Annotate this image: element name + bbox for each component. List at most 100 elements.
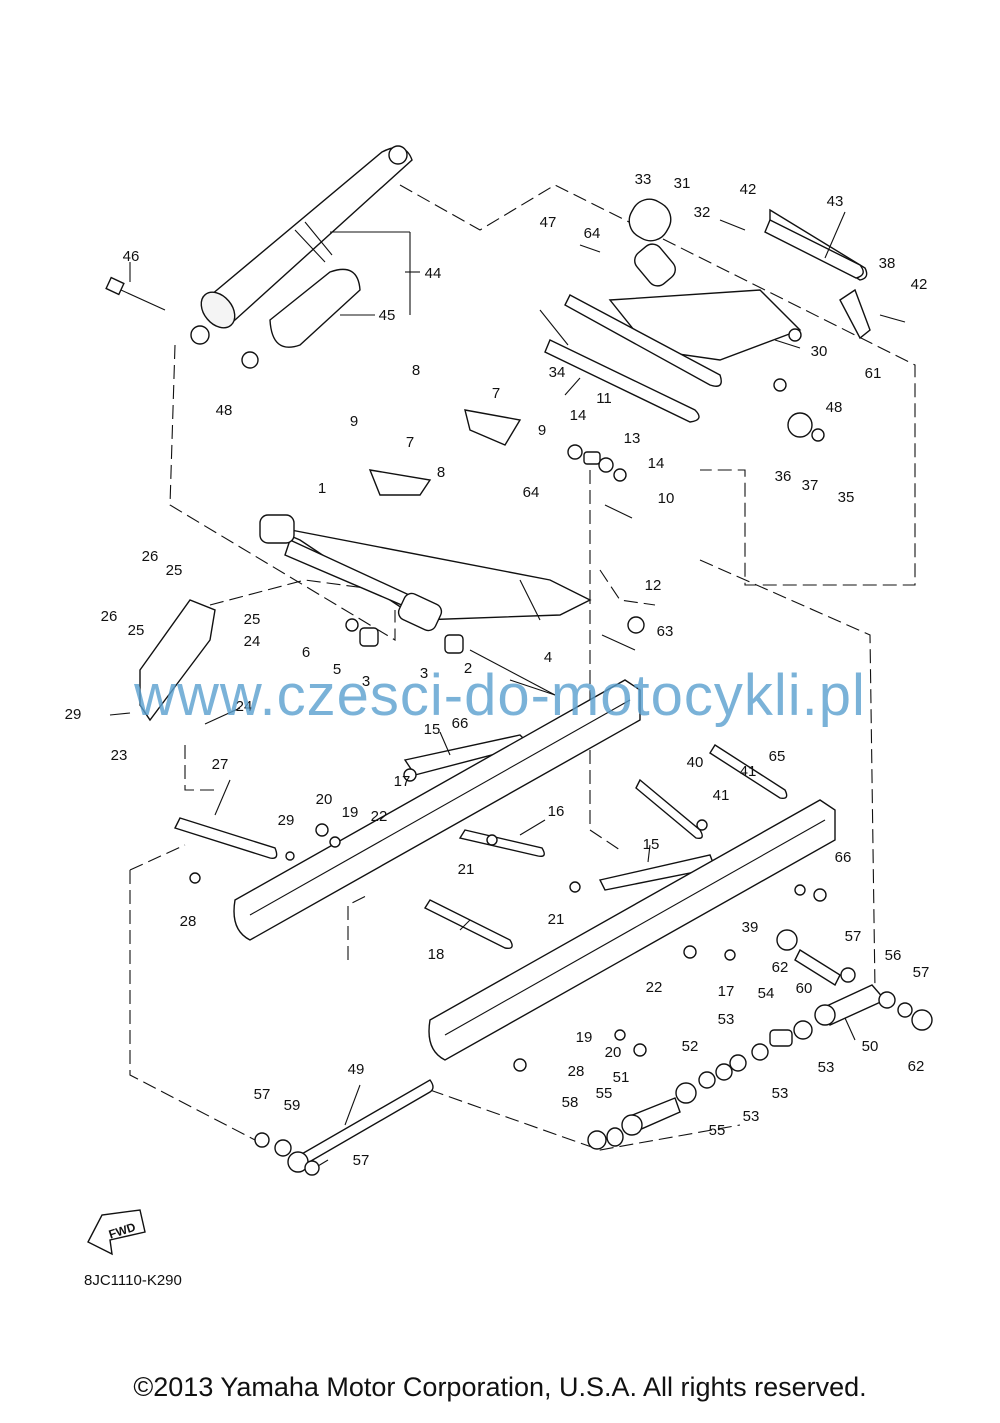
callout-10: 10 <box>658 490 675 507</box>
callout-23: 23 <box>111 747 128 764</box>
callout-36: 36 <box>775 468 792 485</box>
callout-54: 54 <box>758 985 775 1002</box>
callout-26: 26 <box>101 608 118 625</box>
callout-7: 7 <box>406 434 414 451</box>
callout-9: 9 <box>538 422 546 439</box>
callout-29: 29 <box>278 812 295 829</box>
callout-47: 47 <box>540 214 557 231</box>
dashed-grouping-lines <box>129 184 916 1151</box>
callout-4: 4 <box>544 649 552 666</box>
callout-64: 64 <box>523 484 540 501</box>
hardware <box>189 328 827 1072</box>
callout-28: 28 <box>568 1063 585 1080</box>
callout-33: 33 <box>635 171 652 188</box>
callout-30: 30 <box>811 343 828 360</box>
callout-5: 5 <box>333 661 341 678</box>
callout-7: 7 <box>492 385 500 402</box>
rear-arm-assembly <box>564 198 906 387</box>
callout-37: 37 <box>802 477 819 494</box>
callout-57: 57 <box>913 964 930 981</box>
callout-11: 11 <box>596 390 612 407</box>
slide-rails <box>233 679 836 1061</box>
callout-66: 66 <box>452 715 469 732</box>
callout-14: 14 <box>570 407 587 424</box>
callout-53: 53 <box>743 1108 760 1125</box>
callout-62: 62 <box>908 1058 925 1075</box>
callout-25: 25 <box>166 562 183 579</box>
callout-55: 55 <box>709 1122 726 1139</box>
leader-lines <box>109 211 856 1167</box>
callout-17: 17 <box>718 983 735 1000</box>
callout-31: 31 <box>674 175 691 192</box>
fwd-arrow-icon: FWD <box>87 1209 146 1256</box>
callout-64: 64 <box>584 225 601 242</box>
callout-32: 32 <box>694 204 711 221</box>
callout-28: 28 <box>180 913 197 930</box>
callout-40: 40 <box>687 754 704 771</box>
callout-9: 9 <box>350 413 358 430</box>
callout-60: 60 <box>796 980 813 997</box>
callout-14: 14 <box>648 455 665 472</box>
callout-15: 15 <box>643 836 660 853</box>
callout-41: 41 <box>713 787 730 804</box>
callout-63: 63 <box>657 623 674 640</box>
callout-56: 56 <box>885 947 902 964</box>
callout-3: 3 <box>362 673 370 690</box>
callout-38: 38 <box>879 255 896 272</box>
callout-57: 57 <box>254 1086 271 1103</box>
callout-29: 29 <box>65 706 82 723</box>
callout-13: 13 <box>624 430 641 447</box>
callout-20: 20 <box>605 1044 622 1061</box>
callout-22: 22 <box>646 979 663 996</box>
callout-52: 52 <box>682 1038 699 1055</box>
callout-8: 8 <box>412 362 420 379</box>
callout-65: 65 <box>769 748 786 765</box>
callout-42: 42 <box>911 276 928 293</box>
callout-59: 59 <box>284 1097 301 1114</box>
callout-20: 20 <box>316 791 333 808</box>
diagram-code: 8JC1110-K290 <box>84 1272 182 1289</box>
copyright-notice: ©2013 Yamaha Motor Corporation, U.S.A. A… <box>133 1372 867 1402</box>
callout-25: 25 <box>244 611 261 628</box>
callout-15: 15 <box>424 721 441 738</box>
callout-57: 57 <box>845 928 862 945</box>
watermark: www.czesci-do-motocykli.pl <box>134 663 866 728</box>
axle-stack <box>254 929 933 1176</box>
callout-46: 46 <box>123 248 140 265</box>
callout-21: 21 <box>548 911 565 928</box>
shock-absorber <box>105 145 413 369</box>
callout-48: 48 <box>826 399 843 416</box>
callout-35: 35 <box>838 489 855 506</box>
callout-18: 18 <box>428 946 445 963</box>
callout-8: 8 <box>437 464 445 481</box>
callout-57: 57 <box>353 1152 370 1169</box>
callout-27: 27 <box>212 756 229 773</box>
callout-62: 62 <box>772 959 789 976</box>
callout-19: 19 <box>576 1029 593 1046</box>
callout-51: 51 <box>613 1069 630 1086</box>
callout-45: 45 <box>379 307 396 324</box>
callout-42: 42 <box>740 181 757 198</box>
front-arm <box>259 409 592 632</box>
callout-12: 12 <box>645 577 662 594</box>
callout-3: 3 <box>420 665 428 682</box>
callout-19: 19 <box>342 804 359 821</box>
callout-6: 6 <box>302 644 310 661</box>
callout-1: 1 <box>318 480 326 497</box>
callout-55: 55 <box>596 1085 613 1102</box>
callout-39: 39 <box>742 919 759 936</box>
rods <box>174 339 788 1167</box>
callout-50: 50 <box>862 1038 879 1055</box>
callout-61: 61 <box>865 365 882 382</box>
callout-53: 53 <box>772 1085 789 1102</box>
callout-44: 44 <box>425 265 442 282</box>
callout-25: 25 <box>128 622 145 639</box>
callout-21: 21 <box>458 861 475 878</box>
rear-links <box>139 599 716 891</box>
callout-53: 53 <box>718 1011 735 1028</box>
callout-48: 48 <box>216 402 233 419</box>
callout-2: 2 <box>464 660 472 677</box>
